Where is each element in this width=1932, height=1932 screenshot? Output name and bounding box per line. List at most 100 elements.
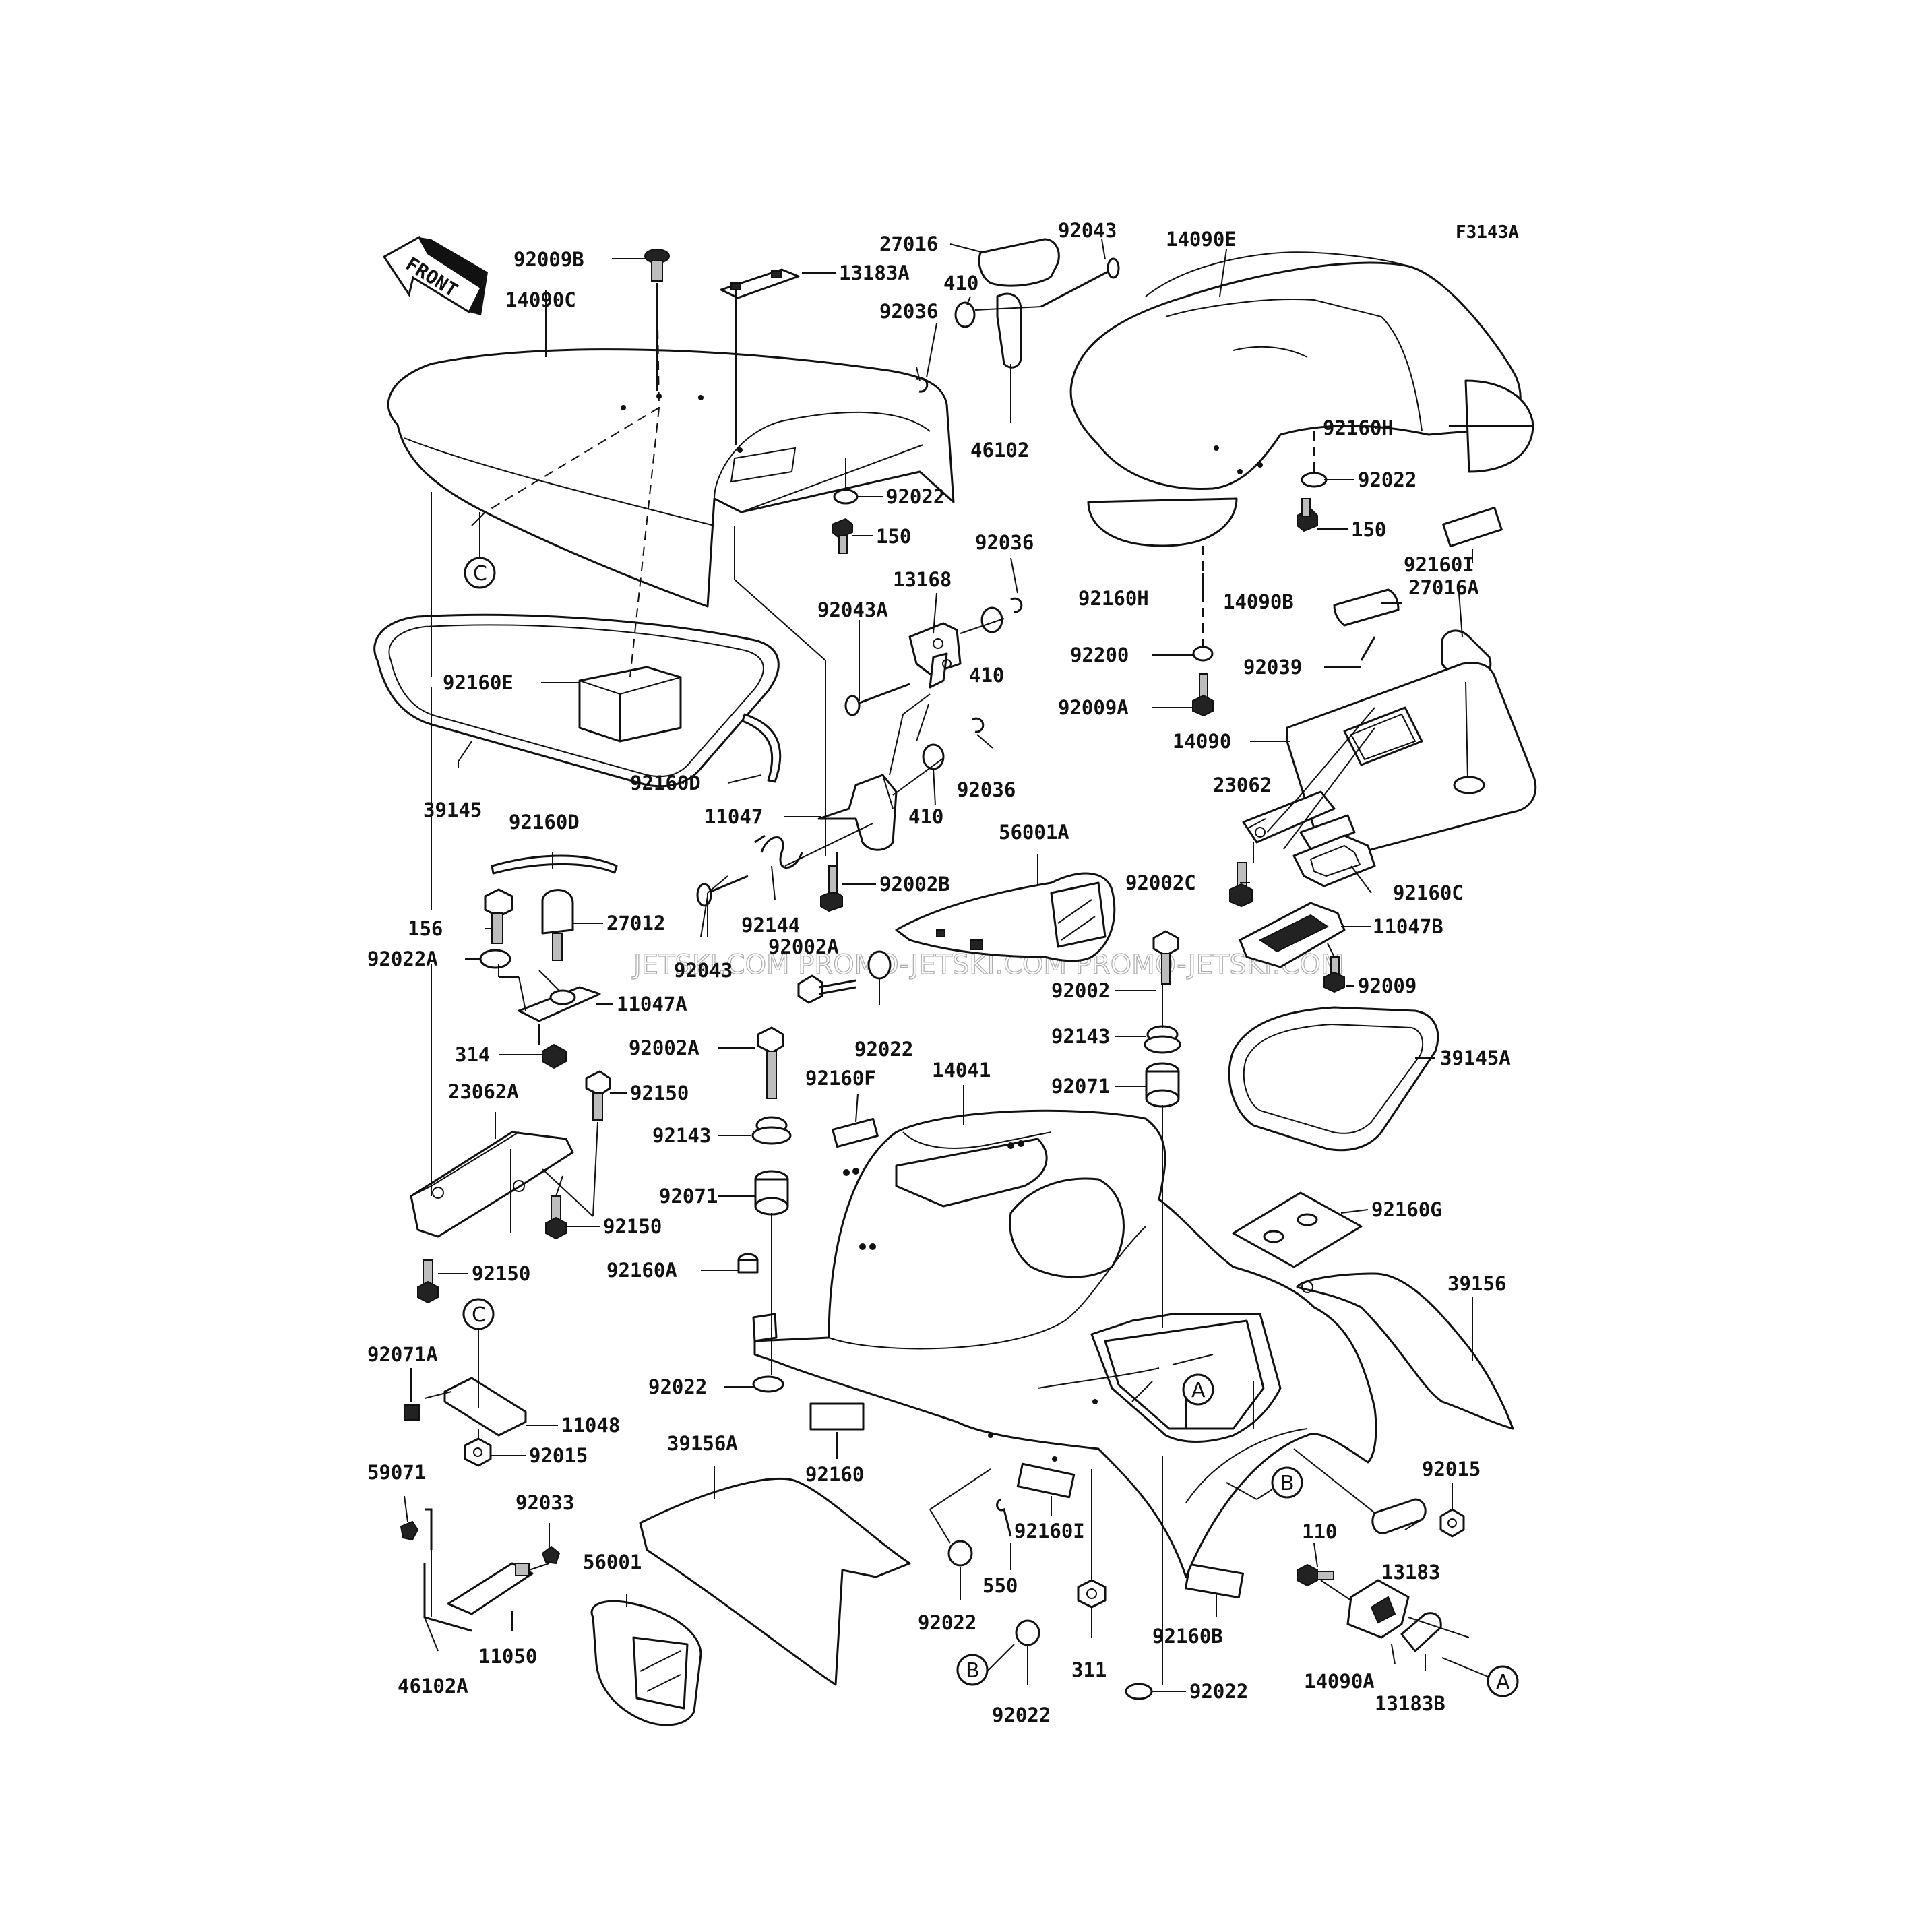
bracket-13168 bbox=[908, 622, 962, 689]
label-92022-e: 92022 bbox=[918, 1611, 976, 1634]
label-92160i-top bbox=[1442, 506, 1503, 548]
label-46102: 46102 bbox=[970, 439, 1029, 462]
washer-92022-e bbox=[947, 1540, 973, 1567]
label-92200: 92200 bbox=[1070, 644, 1129, 666]
bolt-156 bbox=[484, 888, 513, 944]
washer-92022-b bbox=[1301, 472, 1328, 488]
label-92160h-b: 92160H bbox=[1078, 587, 1149, 610]
label-56001: 56001 bbox=[583, 1551, 642, 1573]
bolt-92009b bbox=[644, 249, 670, 282]
washer-92022-d bbox=[752, 1375, 784, 1393]
reference-marker-a-hull: A bbox=[1182, 1373, 1214, 1406]
label-39156a: 39156A bbox=[667, 1432, 738, 1455]
label-92036-c: 92036 bbox=[957, 778, 1016, 801]
label-39145: 39145 bbox=[423, 799, 482, 821]
cover-14090e bbox=[1069, 251, 1522, 491]
bolt-92150-a bbox=[585, 1070, 611, 1121]
mirror-56001 bbox=[590, 1600, 702, 1726]
grommet-92071-left bbox=[754, 1170, 789, 1216]
reference-letter: A bbox=[1496, 1671, 1510, 1694]
label-92143-a: 92143 bbox=[1051, 1025, 1110, 1048]
label-92022-a: 92022 bbox=[1358, 468, 1416, 491]
label-13183a: 13183A bbox=[839, 261, 910, 284]
reference-letter: C bbox=[472, 1303, 486, 1327]
washer-92022-f bbox=[1015, 1619, 1040, 1646]
label-150-b: 150 bbox=[1351, 518, 1386, 541]
stud-92002 bbox=[1152, 930, 1179, 985]
nut-92015-right bbox=[1439, 1508, 1465, 1538]
label-92160c: 92160C bbox=[1393, 881, 1464, 904]
reference-marker-b-hull: B bbox=[1226, 1466, 1303, 1500]
label-150-a: 150 bbox=[876, 525, 911, 548]
pin-92039 bbox=[1360, 636, 1376, 661]
bolt-92002c bbox=[1229, 862, 1253, 908]
cap-14090b bbox=[1333, 588, 1400, 627]
label-27012: 27012 bbox=[606, 912, 665, 935]
label-92160: 92160 bbox=[805, 1463, 864, 1486]
label-314: 314 bbox=[455, 1043, 490, 1066]
plate-13183a bbox=[720, 268, 800, 299]
clip-92036-b bbox=[1010, 597, 1023, 613]
gasket-92160c bbox=[1292, 834, 1376, 887]
label-110: 110 bbox=[1302, 1520, 1337, 1543]
reference-letter: C bbox=[473, 562, 487, 586]
bolt-92002a-mid bbox=[797, 974, 856, 1004]
label-23062a: 23062A bbox=[448, 1080, 519, 1103]
washer-92022-c bbox=[867, 950, 892, 980]
label-92160a: 92160A bbox=[606, 1259, 677, 1282]
label-92160b bbox=[1184, 1563, 1245, 1599]
bolt-110 bbox=[1297, 1563, 1334, 1587]
label-92039: 92039 bbox=[1243, 656, 1302, 679]
label-92043-b: 92043 bbox=[674, 959, 733, 982]
label-56001a: 56001A bbox=[999, 821, 1069, 844]
label-156: 156 bbox=[408, 917, 443, 940]
eye-bolt-27012 bbox=[541, 889, 574, 961]
label-92160d-a: 92160D bbox=[630, 772, 701, 794]
reference-marker-c-top: C bbox=[464, 512, 496, 589]
label-92160e: 92160E bbox=[443, 671, 513, 694]
pad-92160e bbox=[578, 666, 682, 743]
label-550: 550 bbox=[983, 1574, 1018, 1597]
label-14090a: 14090A bbox=[1304, 1670, 1375, 1693]
bracket-14090a bbox=[1346, 1579, 1410, 1639]
label-92160 bbox=[809, 1402, 865, 1431]
clip-59071 bbox=[400, 1520, 419, 1541]
grommet-92071-right bbox=[1145, 1062, 1180, 1108]
cover-39156 bbox=[1296, 1272, 1514, 1430]
hatch-14090 bbox=[1286, 662, 1537, 858]
cap-27016 bbox=[978, 238, 1060, 287]
label-92160i-a: 92160I bbox=[1404, 553, 1474, 576]
label-11047a: 11047A bbox=[617, 993, 687, 1016]
clip-92033 bbox=[541, 1545, 561, 1565]
label-92022-g: 92022 bbox=[1189, 1680, 1248, 1703]
label-13183: 13183 bbox=[1381, 1561, 1440, 1584]
washer-92200 bbox=[1192, 646, 1214, 662]
label-14090b: 14090B bbox=[1223, 590, 1294, 613]
label-92071-b: 92071 bbox=[659, 1185, 718, 1208]
plate-11050 bbox=[447, 1562, 534, 1615]
bolt-150-b bbox=[1297, 498, 1318, 532]
label-92002c: 92002C bbox=[1125, 871, 1196, 894]
strip-92160d-b bbox=[491, 854, 618, 875]
reference-marker-a-right: A bbox=[1441, 1657, 1519, 1697]
hull-14041 bbox=[752, 1109, 1377, 1578]
part-number-labels: 92009B 14090C 13183A 27016 410 92043 920… bbox=[367, 219, 1511, 1726]
label-92015-b: 92015 bbox=[1422, 1458, 1481, 1481]
label-92160d-b: 92160D bbox=[509, 811, 580, 834]
reference-marker-b-low: B bbox=[956, 1654, 989, 1686]
nut-92015-left bbox=[464, 1437, 492, 1467]
reference-letter: A bbox=[1191, 1379, 1206, 1402]
grommet-92143-left bbox=[751, 1116, 792, 1145]
label-92022-b: 92022 bbox=[886, 485, 945, 508]
latch-46102 bbox=[996, 292, 1022, 369]
cover-39156a bbox=[639, 1477, 911, 1686]
label-46102a: 46102A bbox=[398, 1675, 468, 1697]
reference-letter: B bbox=[1280, 1472, 1295, 1495]
bolt-92150-c bbox=[417, 1259, 439, 1304]
label-92144: 92144 bbox=[741, 914, 800, 937]
label-59071: 59071 bbox=[367, 1461, 426, 1484]
grommet-92143-right bbox=[1144, 1025, 1181, 1054]
pin-92043a bbox=[844, 683, 910, 716]
plate-13183 bbox=[1371, 1498, 1427, 1534]
